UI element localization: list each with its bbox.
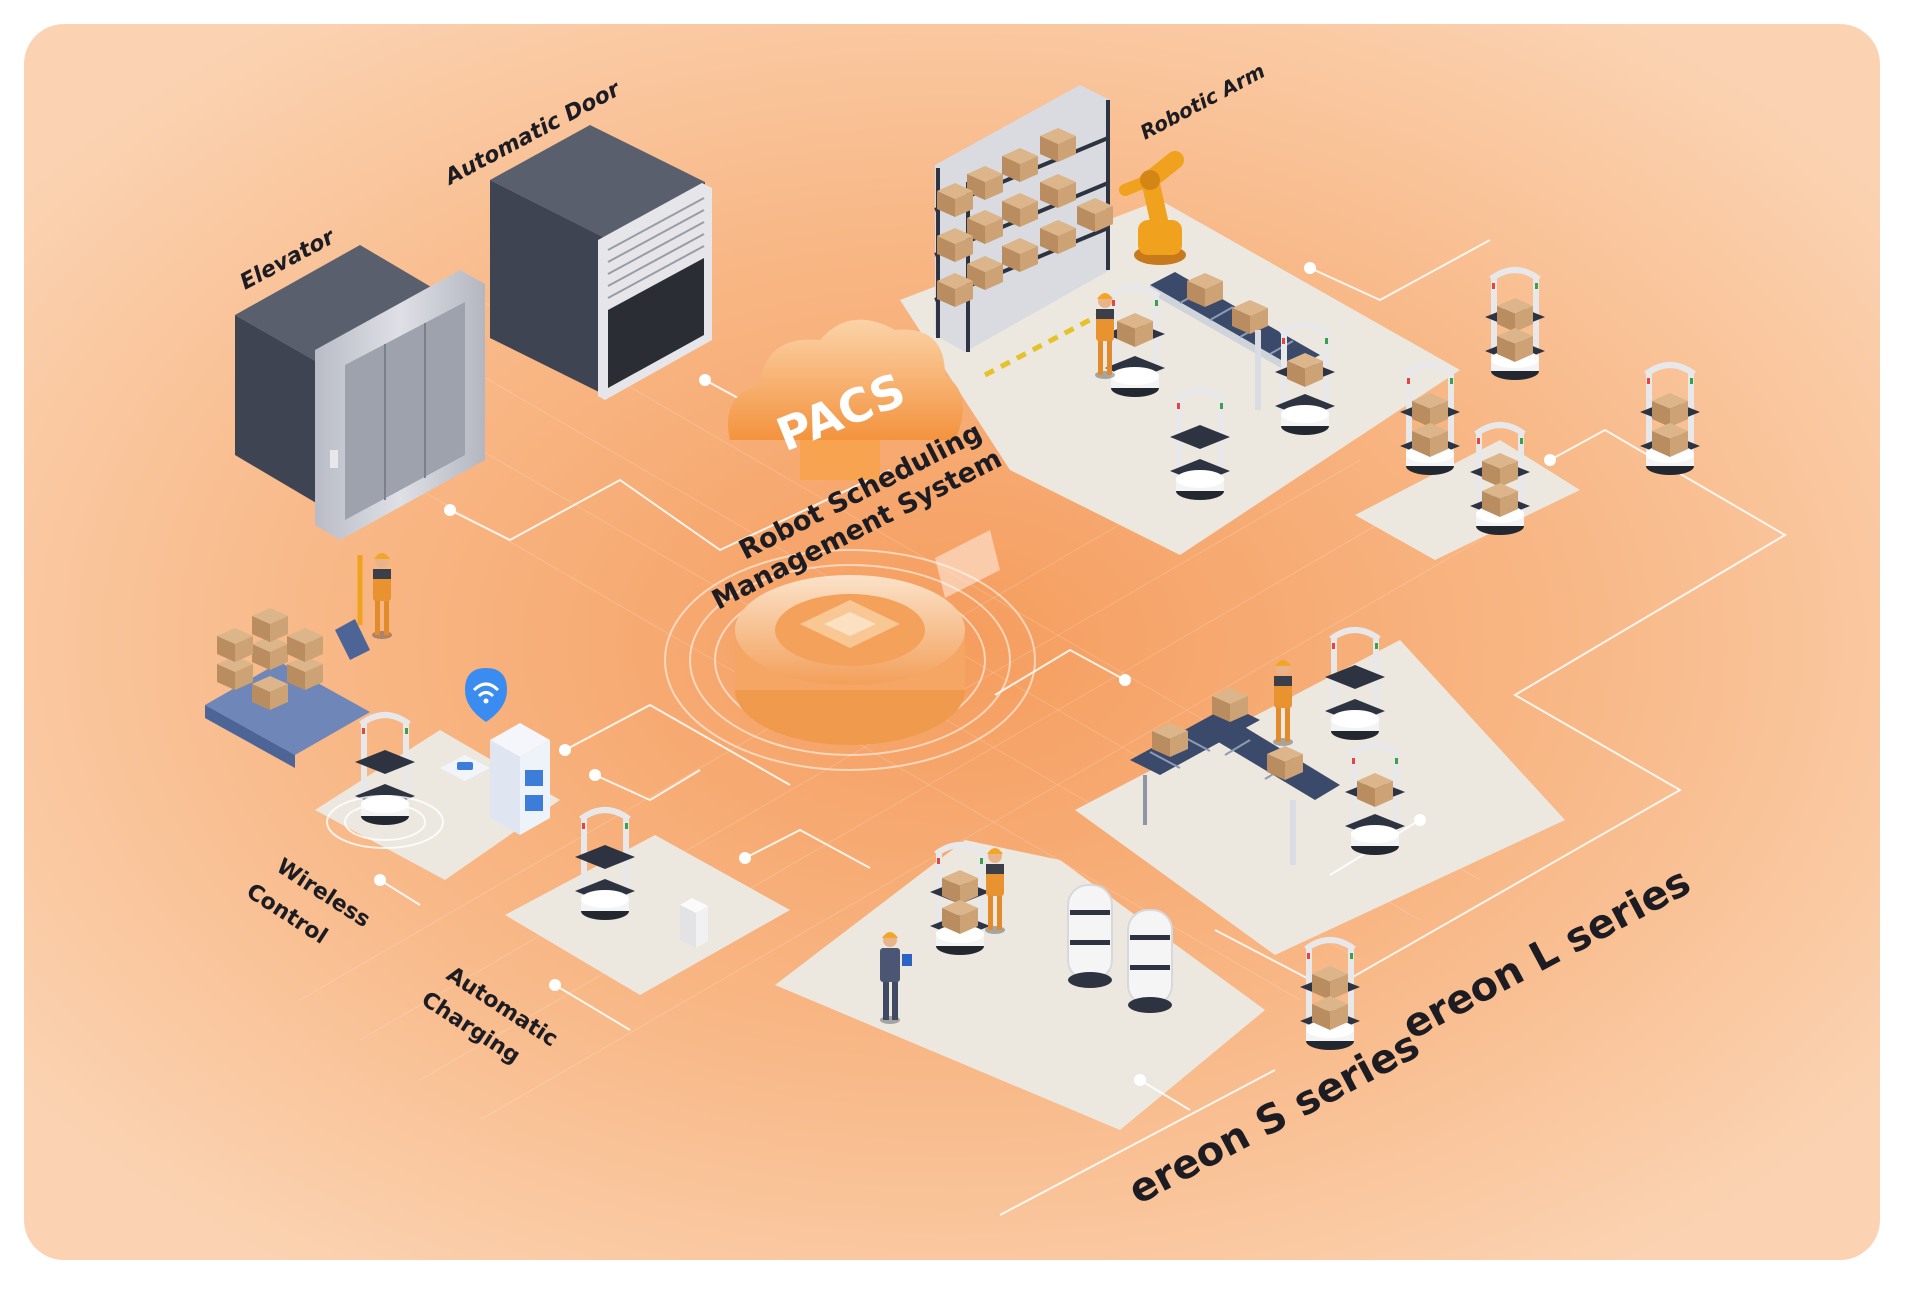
worker-icon [372, 293, 1293, 1024]
storage-shelf-icon [934, 85, 1110, 378]
hub-icon [664, 530, 1036, 771]
robot-s-series [1067, 884, 1173, 1013]
conveyor-icon-lower [1130, 688, 1340, 865]
wireless-signal-rings [326, 795, 444, 849]
elevator-icon [235, 245, 485, 540]
platform-conveyor [1075, 640, 1565, 955]
roller-door-icon [490, 125, 712, 400]
platform-charging [505, 835, 790, 995]
server-icon [440, 723, 550, 835]
platform-s-series [775, 840, 1265, 1130]
wifi-icon [465, 668, 507, 722]
robotic-arm-icon [1077, 151, 1186, 265]
connector-nodes [374, 262, 1556, 1086]
pallet-icon [205, 555, 370, 768]
charger-icon [680, 898, 708, 948]
conveyor-icon [1150, 272, 1320, 410]
